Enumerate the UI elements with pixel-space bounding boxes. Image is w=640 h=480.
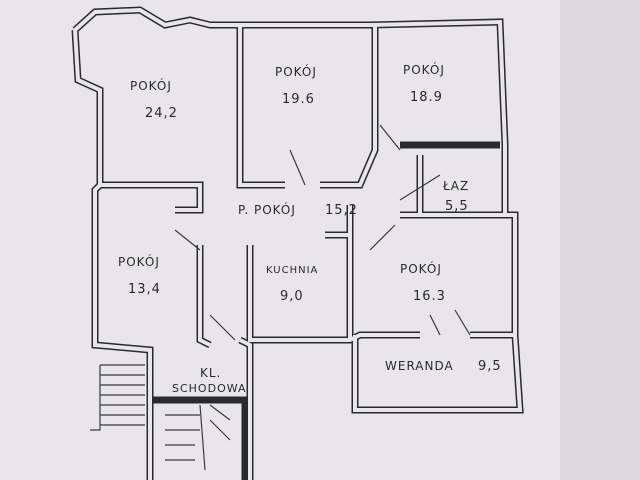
room-area: 15,2	[325, 203, 358, 218]
room-area: 5,5	[445, 199, 469, 214]
room-name: POKÓJ	[275, 64, 317, 79]
room-area: 18.9	[410, 90, 443, 105]
room-area: 24,2	[145, 106, 178, 121]
room-name: POKÓJ	[403, 62, 445, 77]
room-name: POKÓJ	[130, 78, 172, 93]
room-area: 9,0	[280, 289, 304, 304]
stairs	[90, 364, 231, 471]
staircase-label: SCHODOWA	[172, 382, 247, 395]
room-name: P. POKÓJ	[238, 202, 296, 217]
room-area: 19.6	[282, 92, 315, 107]
room-area: 13,4	[128, 282, 161, 297]
room-name: ŁAZ	[442, 179, 469, 193]
room-area: 9,5	[478, 359, 502, 374]
room-name: POKÓJ	[400, 261, 442, 276]
room-name: KUCHNIA	[266, 265, 318, 276]
paper-shadow	[560, 0, 640, 480]
wall-fill	[73, 7, 523, 480]
room-name: WERANDA	[385, 359, 454, 373]
door-swings	[174, 124, 471, 341]
room-labels: POKÓJ 24,2 POKÓJ 19.6 POKÓJ 18.9 ŁAZ 5,5…	[118, 62, 502, 395]
room-area: 16.3	[413, 289, 446, 304]
staircase-label: KL.	[200, 366, 221, 380]
room-name: POKÓJ	[118, 254, 160, 269]
